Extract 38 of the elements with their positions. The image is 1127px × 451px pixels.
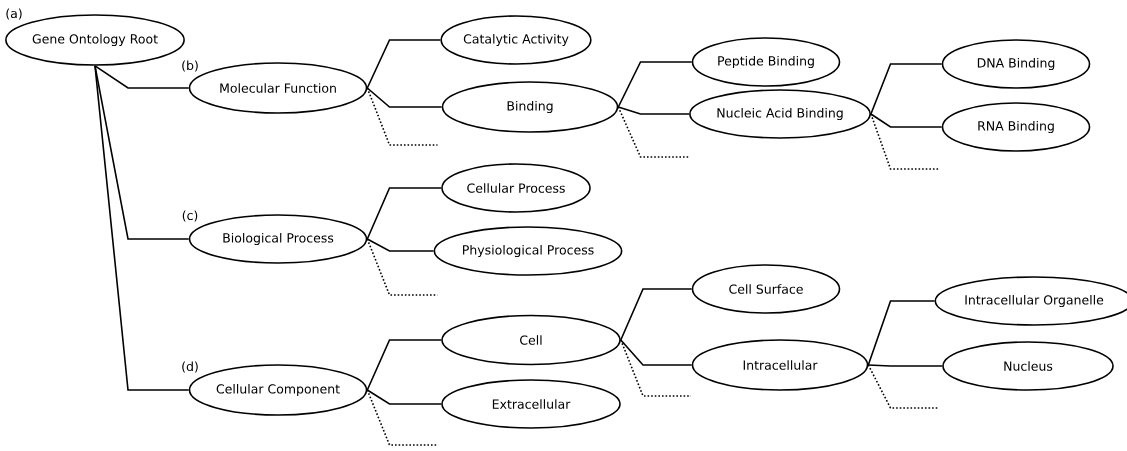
tree-connector [94,65,190,89]
tree-connector [867,300,936,366]
tree-connector [366,238,435,252]
tree-connector [366,389,442,405]
ellipse-node: Catalytic Activity [440,15,592,65]
dotted-branch [620,339,692,397]
ellipse-node: Intracellular [691,339,869,391]
ellipse-node: RNA Binding [941,102,1091,152]
tree-connector [366,187,442,240]
node-letter: (b) [182,60,198,72]
tree-connector [870,113,943,128]
dotted-branch [870,113,940,170]
ellipse-node: Nucleic Acid Binding [689,89,871,139]
ellipse-node: Cellular Process [441,163,591,213]
dotted-branch [867,364,940,409]
ellipse-node: Cell Surface [691,264,841,314]
tree-connector [620,288,693,341]
ellipse-node: Binding [441,81,619,133]
dotted-branch [617,106,690,158]
tree-connector [366,39,442,89]
dotted-branch [366,87,439,146]
tree-connector [617,106,690,115]
tree-connector [867,364,943,367]
ellipse-node: Physiological Process [433,226,623,276]
tree-connector [94,65,190,391]
dotted-branch [366,389,439,446]
ellipse-node: Extracellular [441,379,621,429]
node-letter: (d) [182,361,198,373]
ellipse-node: Nucleus [942,341,1114,391]
tree-connector [870,63,943,115]
tree-connector [366,87,443,108]
tree-connector [366,339,442,391]
tree-connector [620,339,693,366]
ellipse-node: Cell [441,314,621,366]
ellipse-node: Peptide Binding [691,37,841,87]
tree-connector [617,61,693,108]
dotted-branch [366,238,439,296]
ellipse-node: DNA Binding [941,39,1091,89]
